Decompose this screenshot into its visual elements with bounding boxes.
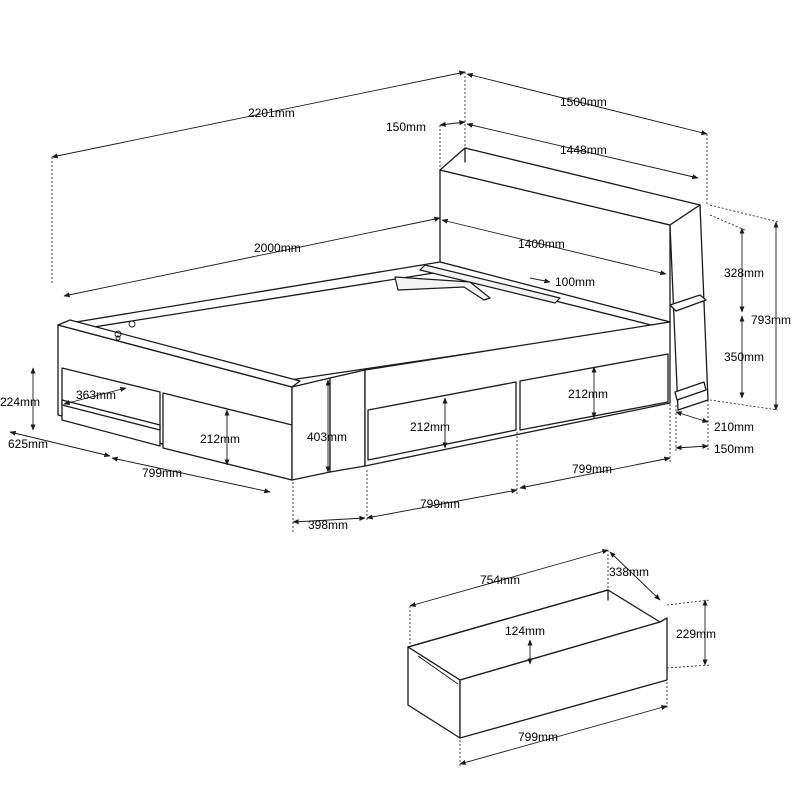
dim-overall-length (51, 70, 466, 159)
middle-drawer-front (367, 381, 517, 461)
label-shelf-width: 100mm (555, 275, 595, 289)
label-leg-offset: 398mm (308, 518, 348, 532)
side-post-front (329, 369, 366, 473)
side-post (291, 377, 331, 481)
label-left-drawer-height: 212mm (200, 432, 240, 446)
dim-front-depth (9, 430, 111, 458)
headboard-bottom-shelf (674, 381, 707, 401)
label-base-shelf-height: 210mm (714, 420, 754, 434)
label-drawer-inner-height: 124mm (505, 624, 545, 638)
dim-open-compartment (63, 386, 127, 406)
dim-headboard-width (466, 122, 699, 180)
label-total-height: 793mm (751, 313, 791, 327)
dim-headboard-depth (439, 120, 466, 127)
bed-illustration (57, 147, 709, 481)
dim-base-shelf-height (675, 411, 709, 423)
dimension-labels: 2201mm 1500mm 150mm 1448mm 2000mm 1400mm… (0, 95, 791, 744)
label-drawer-depth: 338mm (609, 565, 649, 579)
label-open-compartment: 363mm (76, 388, 116, 402)
extension-line (666, 664, 711, 669)
label-front-height: 224mm (0, 395, 40, 409)
label-frame-width: 1400mm (518, 237, 565, 251)
screw-hole (115, 335, 121, 341)
drawer-inner-edge (417, 655, 459, 685)
dim-frame-length (63, 216, 441, 298)
headboard-middle-shelf (669, 294, 707, 312)
dim-middle-drawer-width (366, 488, 518, 520)
open-compartment-shelf (61, 399, 161, 431)
label-overall-length: 2201mm (248, 106, 295, 120)
label-headboard-width: 1448mm (560, 143, 607, 157)
label-right-drawer-width: 799mm (572, 462, 612, 476)
dim-drawer-front-width (459, 705, 668, 765)
screw-hole (114, 330, 122, 338)
label-lower-shelf-height: 350mm (724, 350, 764, 364)
label-drawer-front-width: 799mm (518, 730, 558, 744)
label-headboard-depth: 150mm (386, 120, 426, 134)
dim-right-drawer-width (519, 456, 671, 490)
label-frame-length: 2000mm (254, 241, 301, 255)
label-right-drawer-height: 212mm (568, 387, 608, 401)
label-drawer-inner-width: 754mm (480, 573, 520, 587)
label-side-depth: 150mm (714, 442, 754, 456)
label-drawer-front-height: 229mm (676, 627, 716, 641)
dim-drawer-depth (609, 551, 661, 601)
label-left-drawer-width: 799mm (142, 466, 182, 480)
dimension-lines (9, 70, 779, 768)
dim-shelf-width (529, 277, 551, 284)
extension-line (666, 599, 711, 606)
label-middle-drawer-width: 799mm (420, 497, 460, 511)
label-overall-width: 1500mm (560, 95, 607, 109)
extension-line (709, 399, 779, 411)
label-middle-drawer-height: 212mm (410, 420, 450, 434)
extension-line (709, 214, 746, 231)
dim-drawer-inner-width (409, 549, 609, 607)
dim-side-depth (675, 443, 709, 451)
label-upper-shelf-height: 328mm (724, 266, 764, 280)
drawer-illustration (407, 589, 668, 739)
dim-left-drawer-width (111, 456, 271, 494)
label-side-frame-height: 403mm (307, 430, 347, 444)
dim-frame-width (441, 218, 667, 276)
label-front-depth: 625mm (8, 437, 48, 451)
dim-leg-offset (292, 515, 366, 525)
screw-hole (128, 320, 136, 328)
extension-line (709, 204, 779, 223)
